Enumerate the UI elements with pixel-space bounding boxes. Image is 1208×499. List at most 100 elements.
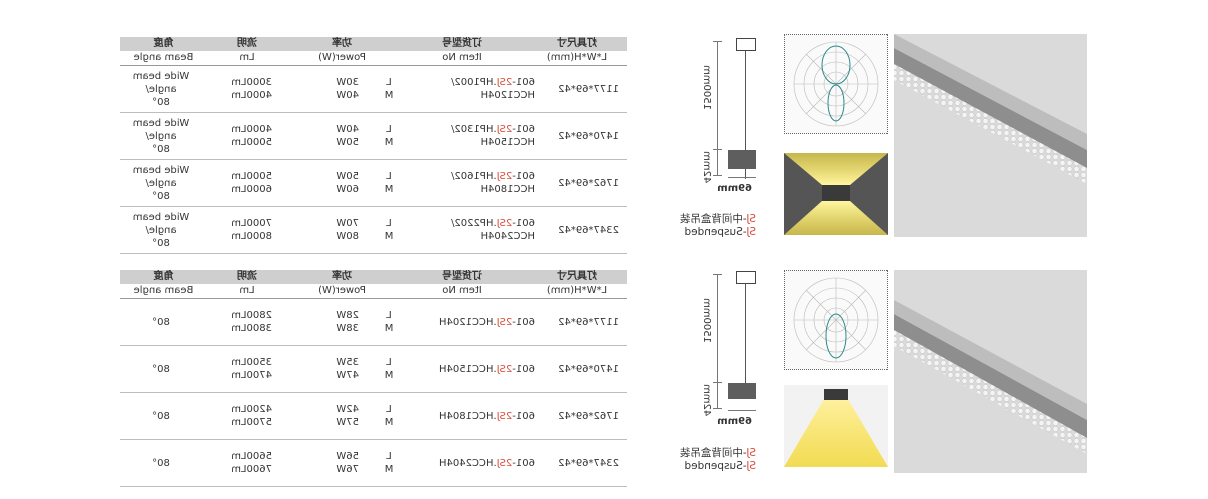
grade-2: M — [384, 137, 394, 148]
flux-1: 5000Lm — [231, 171, 272, 182]
flux-1: 7000Lm — [231, 218, 272, 229]
power-1: 30W — [336, 77, 359, 88]
power-2: 38W — [336, 323, 359, 334]
size-value: 1470*69*42 — [558, 363, 619, 375]
cell-angle: Wide beam angle/80° — [120, 66, 202, 112]
item-alt: HCC1204H — [480, 90, 535, 101]
angle-2: 80° — [152, 143, 170, 155]
mounting-caption: SJ-中间背盒吊装 SJ-Suspended — [679, 447, 756, 472]
flux-2: 4700Lm — [231, 370, 272, 381]
grade-2: M — [384, 184, 394, 195]
item-rest: .HP1602/ — [451, 171, 497, 182]
cell-item: 601-2SJ.HP1602/HCC1804H — [405, 160, 535, 206]
angle-2: 80° — [152, 190, 170, 202]
power-2: 50W — [336, 137, 359, 148]
luminaire-profile — [728, 383, 756, 399]
cell-angle: 80° — [120, 346, 202, 392]
cell-item: 601-2SJ.HCC1204H — [405, 299, 535, 345]
item-alt: HCC1504H — [480, 137, 535, 148]
light-distribution-diagram — [784, 34, 888, 134]
cell-size: 1470*69*42 — [527, 346, 627, 392]
angle-1: Wide beam angle/ — [132, 211, 190, 236]
item-number: 601-2SJ.HCC1204H — [405, 316, 535, 329]
cell-flux: 2800Lm 3800Lm — [202, 299, 272, 345]
body-width-label: 69mm — [717, 183, 752, 194]
power-1: 42W — [336, 404, 359, 415]
cell-size: 1470*69*42 — [527, 113, 627, 159]
angle-value: 80° — [152, 363, 170, 375]
beam-effect-up-down — [784, 153, 888, 235]
cell-size: 2347*69*42 — [527, 440, 627, 486]
grade-1: L — [386, 404, 392, 415]
angle-2: 80° — [152, 96, 170, 108]
item-number: 601-2SJ.HCC1804H — [405, 410, 535, 423]
cell-size: 2347*69*42 — [527, 207, 627, 253]
cable-length-label: 1500mm — [701, 65, 712, 110]
power-2: 47W — [336, 370, 359, 381]
power-2: 80W — [336, 231, 359, 242]
size-value: 1762*69*42 — [558, 410, 619, 422]
body-height-label: 42mm — [701, 384, 712, 417]
item-prefix: 601- — [512, 77, 535, 88]
beam-effect-down — [784, 385, 888, 467]
item-code: 2SJ — [496, 363, 513, 375]
flux-2: 6000Lm — [231, 184, 272, 195]
item-rest: .HP1302/ — [451, 124, 497, 135]
size-value: 1177*69*42 — [558, 83, 619, 95]
ceiling-canopy — [736, 271, 756, 284]
cell-size: 1177*69*42 — [527, 66, 627, 112]
flux-2: 3800Lm — [231, 323, 272, 334]
item-rest: .HCC1204H — [438, 316, 497, 328]
cell-angle: 80° — [120, 393, 202, 439]
flux-1: 4200Lm — [231, 404, 272, 415]
flux-1: 3000Lm — [231, 77, 272, 88]
item-code: 2SJ — [496, 316, 513, 328]
power-1: 35W — [336, 357, 359, 368]
cell-flux: 5000Lm 6000Lm — [202, 160, 272, 206]
flux-2: 7600Lm — [231, 464, 272, 475]
grade-1: L — [386, 451, 392, 462]
grade-2: M — [384, 323, 394, 334]
cell-item: 601-2SJ.HP1002/HCC1204H — [405, 66, 535, 112]
grade-1: L — [386, 77, 392, 88]
item-rest: .HCC1504H — [438, 363, 497, 375]
item-number: 601-2SJ.HP1602/ — [405, 170, 535, 183]
flux-2: 8000Lm — [231, 231, 272, 242]
angle-1: Wide beam angle/ — [132, 70, 190, 95]
power-1: 56W — [336, 451, 359, 462]
angle-1: Wide beam angle/ — [132, 117, 190, 142]
item-alt: HCC1804H — [480, 184, 535, 195]
grade-1: L — [386, 124, 392, 135]
item-number: 601-2SJ.HP1002/ — [405, 76, 535, 89]
size-value: 1470*69*42 — [558, 130, 619, 142]
power-1: 28W — [336, 310, 359, 321]
item-rest: .HP1002/ — [451, 77, 497, 88]
item-prefix: 601- — [512, 363, 535, 375]
power-2: 76W — [336, 464, 359, 475]
flux-1: 2800Lm — [231, 310, 272, 321]
item-number: 601-2SJ.HCC2404H — [405, 457, 535, 470]
grade-2: M — [384, 464, 394, 475]
cell-angle: Wide beam angle/80° — [120, 160, 202, 206]
